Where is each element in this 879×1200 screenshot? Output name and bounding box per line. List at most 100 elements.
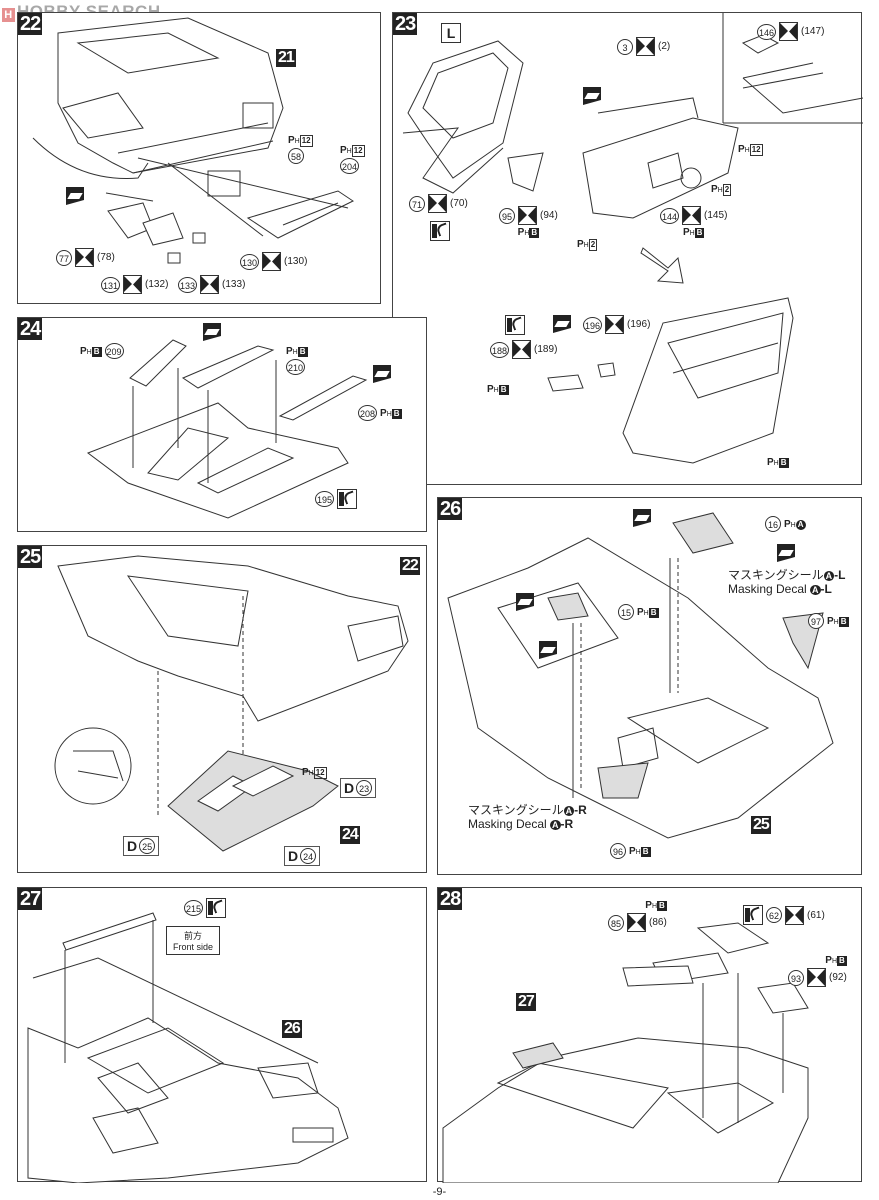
left-right-pair-icon [75,248,94,267]
front-side-en: Front side [173,942,214,952]
part-133-label: 133 (133) [178,275,245,294]
step-27-panel: 27 215 前方 Front side 26 [17,887,427,1183]
glue-icon [516,593,534,611]
part-number: 210 [286,359,306,375]
part-number: 131 [101,276,121,293]
part-77-label: 77(78) [56,248,115,267]
part-number: 71 [409,195,425,212]
step-28-illustration [442,922,809,1183]
ref-step-22: 22 [400,557,420,575]
part-number: 195 [315,491,335,507]
step-27-illustration [27,912,349,1183]
pair-part-number: (133) [222,279,246,290]
part-number: 93 [788,969,804,986]
part-number: 188 [490,341,510,358]
pair-part-number: (196) [627,319,651,330]
part-130-label: 130(130) [240,252,307,271]
pair-part-number: (132) [145,279,169,290]
left-right-pair-icon [200,275,220,294]
part-131-label: 131 (132) [101,275,168,294]
left-right-pair-icon [605,315,625,334]
left-right-pair-icon [512,340,532,359]
ref-step-24: 24 [340,826,360,844]
part-215-label: 215 [184,898,227,918]
part-146-label: 146(147) [757,22,824,41]
part-188-label: 188 (189) [490,340,557,359]
step-number: 28 [438,888,463,910]
glue-icon [66,187,84,205]
part-number: 95 [499,207,515,224]
part-number: 215 [184,900,204,916]
step-number: 23 [393,13,418,35]
glue-icon [539,641,557,659]
step-number: 26 [438,498,463,520]
pair-part-number: (92) [829,972,847,983]
part-number: 96 [610,843,626,859]
glue-icon [553,315,571,333]
step-number: 25 [18,546,43,568]
cement-icon [337,489,358,509]
left-right-pair-icon [779,22,799,41]
front-side-callout: 前方 Front side [166,926,221,955]
left-right-pair-icon [807,968,826,987]
glue-icon [203,323,221,341]
cement-icon [505,315,525,335]
glue-icon [373,365,391,383]
step-number: 27 [18,888,43,910]
left-right-pair-icon [627,913,646,932]
step-number: 22 [18,13,43,35]
part-number: 97 [808,613,824,629]
part-number: 58 [288,148,304,164]
left-right-pair-icon [636,37,655,56]
side-label-left: L [441,23,461,43]
part-196-label: 196(196) [583,315,650,334]
front-side-jp: 前方 [184,931,203,941]
cement-icon [743,905,763,925]
left-right-pair-icon [428,194,447,213]
part-number: 133 [178,276,198,293]
pair-part-number: (2) [658,41,671,52]
left-right-pair-icon [262,252,282,271]
ref-step-26: 26 [282,1020,302,1038]
glue-icon [583,87,601,105]
part-number: 144 [660,207,680,224]
page-number: -9- [432,1186,447,1198]
ref-step-21: 21 [276,49,296,67]
left-right-pair-icon [518,206,537,225]
pair-part-number: (189) [534,344,558,355]
ref-step-27: 27 [516,993,536,1011]
pair-part-number: (147) [801,26,825,37]
part-number: 16 [765,516,781,532]
part-62-label: 62(61) [743,905,825,925]
left-right-pair-icon [682,206,702,225]
part-number: 3 [617,38,633,55]
left-right-pair-icon [785,905,804,925]
part-71-label: 71(70) [409,194,468,213]
step-23-illustration [402,13,863,464]
